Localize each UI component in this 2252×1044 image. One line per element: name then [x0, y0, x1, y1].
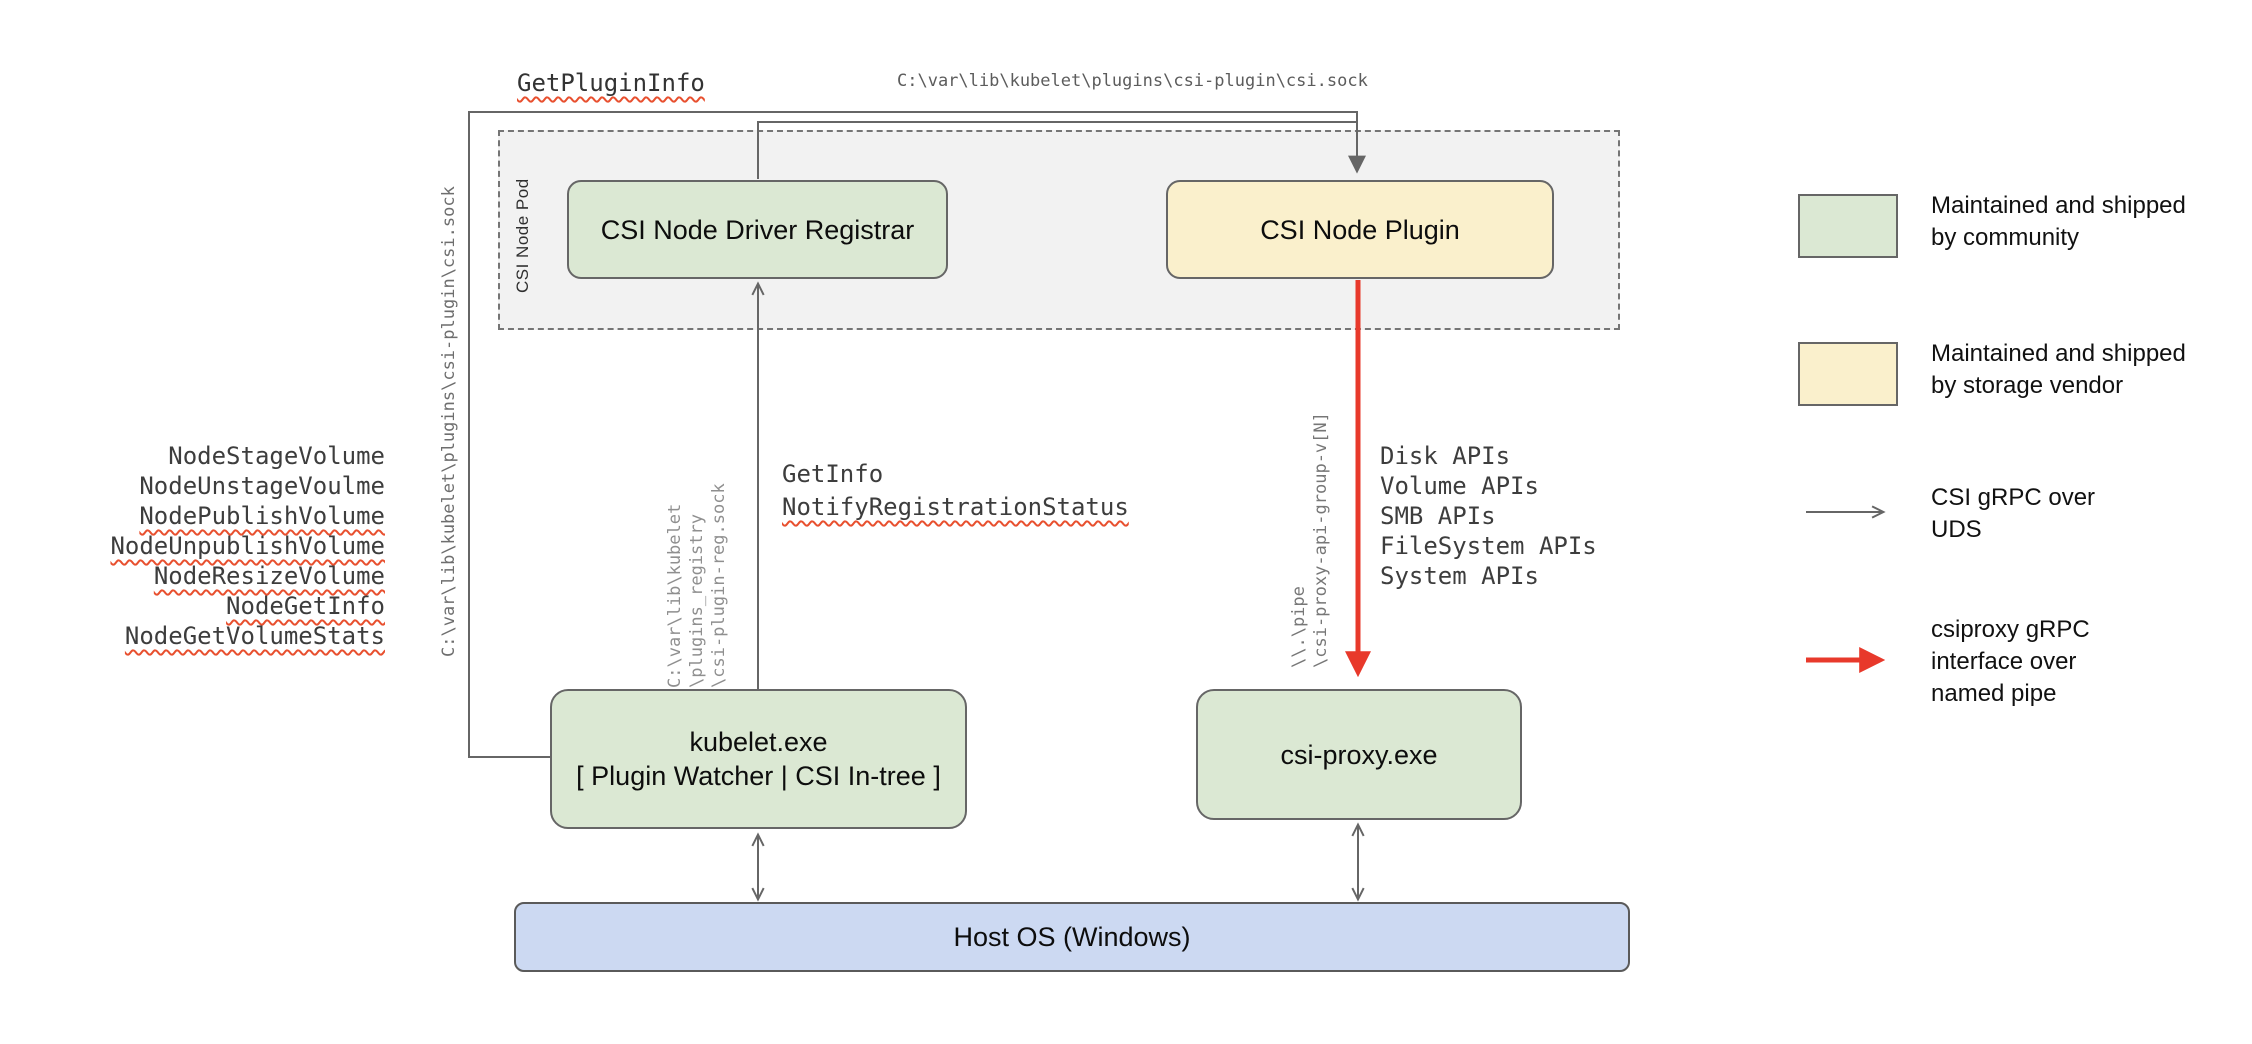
- proxy-api: Volume APIs: [1380, 472, 1539, 500]
- node-call: NodeGetVolumeStats: [124, 622, 385, 650]
- registration-calls: GetInfo NotifyRegistrationStatus: [782, 458, 1129, 524]
- legend-community-swatch: [1798, 194, 1898, 258]
- csi-node-driver-registrar-label: CSI Node Driver Registrar: [600, 214, 915, 245]
- node-call: NodePublishVolume: [139, 502, 385, 530]
- host-os-box: Host OS (Windows): [514, 902, 1630, 972]
- kubelet-subtitle: [ Plugin Watcher | CSI In-tree ]: [576, 761, 941, 791]
- csi-node-pod-label-anchor: CSI Node Pod: [513, 178, 628, 313]
- node-call: NodeUnstageVoulme: [139, 472, 385, 500]
- csi-proxy-box: csi-proxy.exe: [1196, 689, 1522, 820]
- proxy-api: Disk APIs: [1380, 442, 1511, 470]
- kubelet-title: kubelet.exe: [689, 727, 828, 757]
- node-call: NodeStageVolume: [168, 442, 385, 470]
- node-call: NodeGetInfo: [226, 592, 385, 620]
- connector-kubelet-to-csi-node-plugin: [468, 111, 1366, 758]
- csi-proxy-label: csi-proxy.exe: [1280, 739, 1438, 770]
- csi-sock-path-left-label: C:\var\lib\kubelet\plugins\csi-plugin\cs…: [439, 186, 459, 657]
- legend-named-pipe-label: csiproxy gRPC interface over named pipe: [1931, 616, 2090, 707]
- host-os-label: Host OS (Windows): [953, 922, 1191, 952]
- csi-node-driver-registrar-box: CSI Node Driver Registrar: [567, 180, 948, 279]
- registration-sock-path-label: C:\var\lib\kubelet \plugins_registry \cs…: [665, 483, 729, 688]
- proxy-api: System APIs: [1380, 562, 1539, 590]
- named-pipe-path-label: \\.\pipe \csi-proxy-api-group-v[N]: [1289, 412, 1331, 668]
- connector-registrar-to-csi-node-plugin: [757, 121, 1357, 179]
- get-plugin-info-label: GetPluginInfo: [517, 69, 705, 97]
- csi-sock-path-top-label: C:\var\lib\kubelet\plugins\csi-plugin\cs…: [897, 71, 1368, 91]
- get-info-label: GetInfo: [782, 460, 884, 488]
- node-call: NodeResizeVolume: [153, 562, 385, 590]
- node-call-list: NodeStageVolume NodeUnstageVoulme NodePu…: [80, 441, 385, 651]
- csi-node-plugin-label: CSI Node Plugin: [1260, 214, 1460, 245]
- legend-vendor-swatch: [1798, 342, 1898, 406]
- kubelet-box: kubelet.exe [ Plugin Watcher | CSI In-tr…: [550, 689, 967, 829]
- proxy-api: FileSystem APIs: [1380, 532, 1597, 560]
- legend-vendor-label: Maintained and shipped by storage vendor: [1931, 340, 2186, 399]
- legend-community-label: Maintained and shipped by community: [1931, 192, 2186, 251]
- csi-node-plugin-box: CSI Node Plugin: [1166, 180, 1554, 279]
- named-pipe-anchor: \\.\pipe \csi-proxy-api-group-v[N]: [1288, 412, 1544, 712]
- notify-registration-status-label: NotifyRegistrationStatus: [782, 493, 1129, 521]
- node-call: NodeUnpublishVolume: [110, 532, 385, 560]
- csi-node-pod-label: CSI Node Pod: [513, 178, 532, 293]
- proxy-api-list: Disk APIs Volume APIs SMB APIs FileSyste…: [1380, 441, 1597, 591]
- legend-uds-label: CSI gRPC over UDS: [1931, 484, 2096, 543]
- proxy-api: SMB APIs: [1380, 502, 1496, 530]
- registration-sock-anchor: C:\var\lib\kubelet \plugins_registry \cs…: [664, 483, 869, 754]
